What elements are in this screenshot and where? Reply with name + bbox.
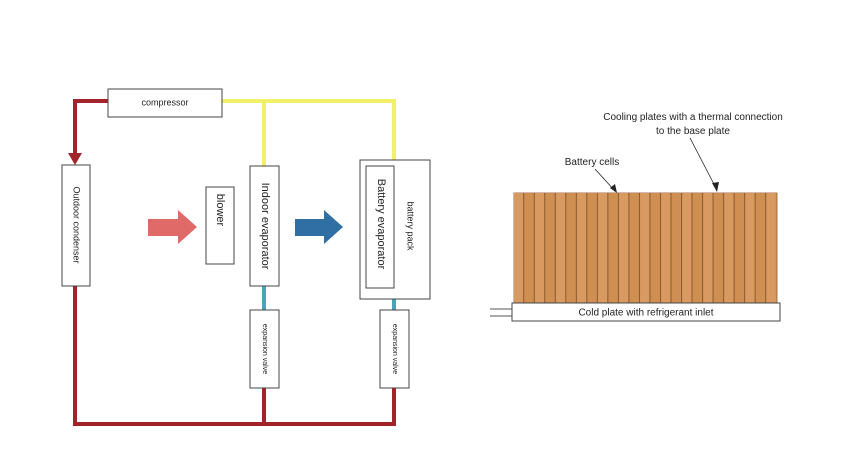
battery-cell <box>619 193 629 303</box>
battery-cell <box>734 193 744 303</box>
warm-air-arrow <box>148 210 197 244</box>
compressor: compressor <box>107 88 223 118</box>
battery-cells <box>513 192 778 304</box>
cold-plate-label: Cold plate with refrigerant inlet <box>578 308 713 319</box>
battery-cell <box>608 193 618 303</box>
cool-air-arrow <box>295 210 343 244</box>
battery-cell <box>556 193 565 303</box>
battery-cell <box>566 193 576 303</box>
battery-evaporator: Battery evaporator <box>365 165 395 289</box>
battery-cell <box>766 193 776 303</box>
battery-cell <box>577 193 587 303</box>
outdoor-condenser: Outdoor condenser <box>61 164 91 287</box>
cold-plate: Cold plate with refrigerant inlet <box>511 302 781 322</box>
battery-cell <box>724 193 734 303</box>
battery-cell <box>671 193 681 303</box>
flow-direction-arrowhead <box>68 153 82 165</box>
expansion-valve-indoor: expansion valve <box>249 309 280 389</box>
battery-cell <box>682 193 692 303</box>
cooling-plates-leader <box>689 137 718 191</box>
indoor-evaporator-label: Indoor evaporator <box>259 183 271 270</box>
battery-cell <box>545 193 555 303</box>
compressor-label: compressor <box>141 97 188 107</box>
battery-evaporator-label: Battery evaporator <box>375 179 387 270</box>
indoor-evaporator: Indoor evaporator <box>249 165 280 287</box>
liquid-line <box>262 286 396 310</box>
battery-cell <box>640 193 650 303</box>
battery-cell <box>514 193 523 303</box>
battery-cell <box>661 193 671 303</box>
battery-cell <box>598 193 608 303</box>
expansion-valve-battery: expansion valve <box>379 309 410 389</box>
expansion-valve-label: expansion valve <box>391 324 398 374</box>
battery-cell <box>535 193 544 303</box>
blower-label: blower <box>214 194 226 227</box>
battery-cells-callout: Battery cells <box>565 157 619 168</box>
battery-cell <box>629 193 639 303</box>
battery-cell <box>703 193 713 303</box>
battery-pack-label: battery pack <box>406 201 416 251</box>
cooling-plates-leader-arrowhead <box>712 182 719 192</box>
hot-line <box>73 99 396 426</box>
battery-cell <box>692 193 702 303</box>
battery-cells-leader-arrowhead <box>610 184 617 193</box>
battery-cell <box>755 193 765 303</box>
battery-module: Cold plate with refrigerant inlet Coolin… <box>490 112 783 322</box>
expansion-valve-label: expansion valve <box>261 324 268 374</box>
cooling-plates-callout-line2: to the base plate <box>656 126 730 137</box>
battery-cell <box>650 193 660 303</box>
battery-cell <box>713 193 723 303</box>
suction-line <box>222 99 396 166</box>
blower: blower <box>205 186 235 265</box>
refrigerant-lines <box>68 99 396 426</box>
cooling-plates-callout-line1: Cooling plates with a thermal connection <box>603 112 783 123</box>
outdoor-condenser-label: Outdoor condenser <box>72 186 82 263</box>
battery-cell <box>587 193 597 303</box>
battery-cell <box>745 193 755 303</box>
battery-cell <box>524 193 534 303</box>
